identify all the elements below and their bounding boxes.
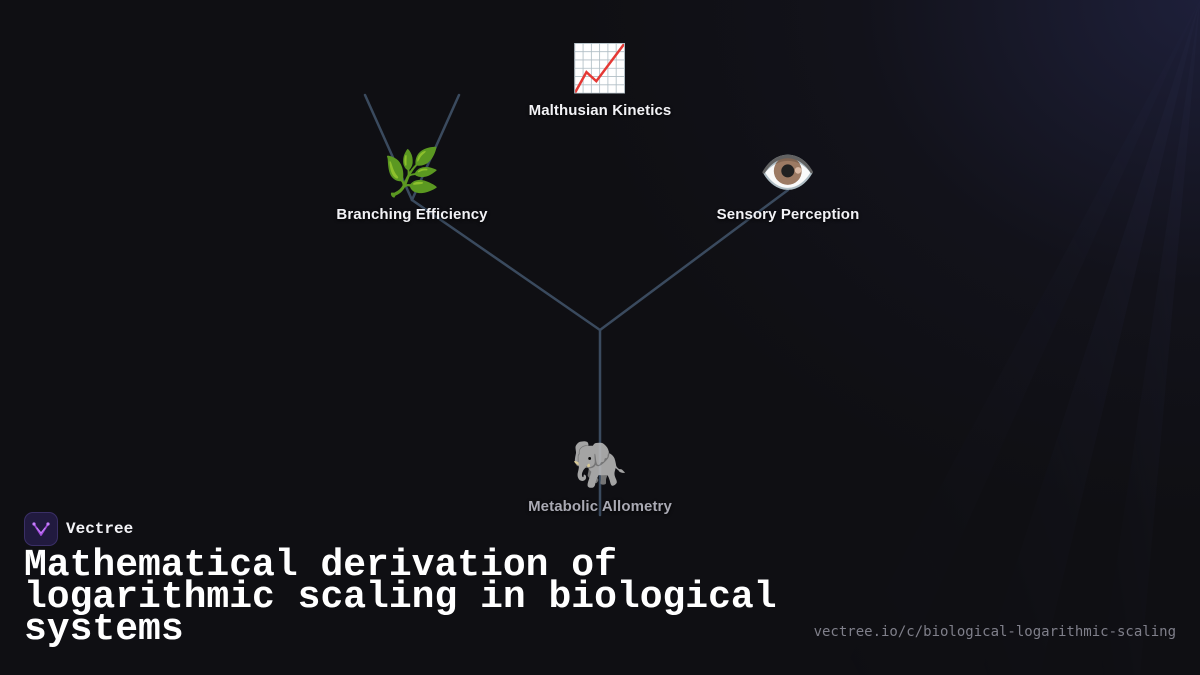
node-metabolic-allometry[interactable]: 🐘 Metabolic Allometry [500, 436, 700, 515]
connector-left-twig-b [410, 93, 461, 202]
page-url[interactable]: vectree.io/c/biological-logarithmic-scal… [813, 624, 1176, 640]
connector-left-twig-a [363, 93, 414, 202]
node-malthusian-kinetics[interactable]: 📈 Malthusian Kinetics [500, 40, 700, 119]
elephant-icon: 🐘 [571, 437, 629, 491]
herb-icon: 🌿 [383, 145, 441, 199]
vectree-logo-icon [24, 512, 58, 546]
brand-name: Vectree [66, 520, 134, 538]
node-sensory-perception[interactable]: 👁️ Sensory Perception [688, 144, 888, 223]
chart-increasing-icon: 📈 [571, 41, 629, 95]
node-branching-efficiency[interactable]: 🌿 Branching Efficiency [312, 144, 512, 223]
connector-right [598, 188, 790, 332]
brand[interactable]: Vectree [24, 512, 133, 546]
node-label: Branching Efficiency [336, 206, 488, 223]
connector-left [410, 198, 602, 332]
node-label: Malthusian Kinetics [528, 102, 672, 119]
node-label: Sensory Perception [716, 206, 860, 223]
page-title: Mathematical derivation of logarithmic s… [24, 544, 777, 651]
node-label: Metabolic Allometry [528, 498, 672, 515]
eye-icon: 👁️ [759, 145, 817, 199]
